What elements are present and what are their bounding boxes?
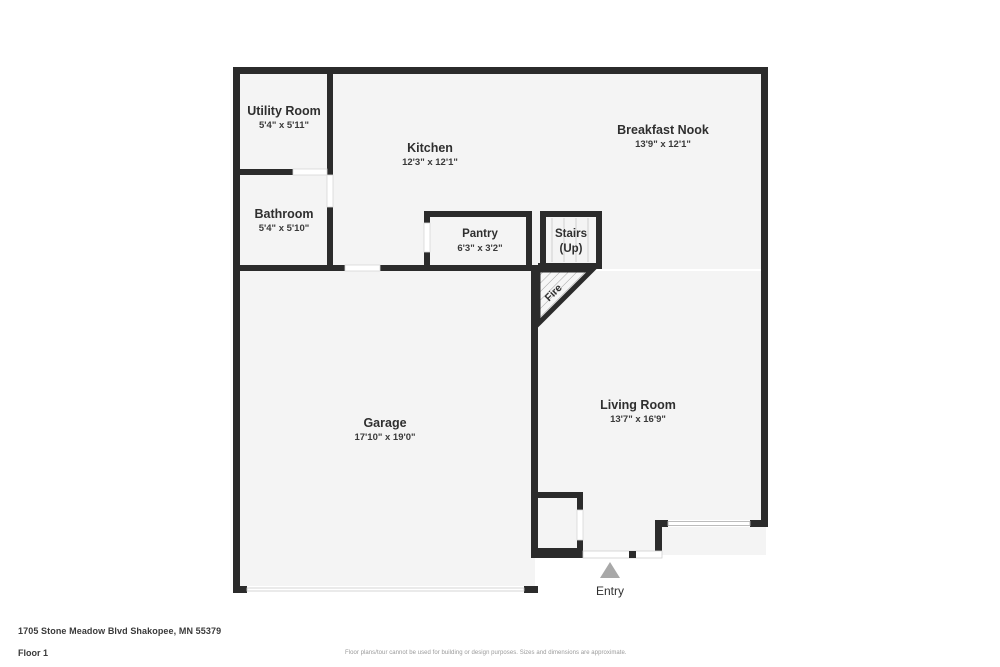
stair-treads xyxy=(551,218,589,262)
floor-label: Floor 1 xyxy=(18,648,49,658)
garage-fill xyxy=(235,271,535,589)
fireplace xyxy=(535,267,599,331)
disclaimer-text: Floor plans/tour cannot be used for buil… xyxy=(345,650,627,656)
room-fills xyxy=(235,69,766,589)
property-address: 1705 Stone Meadow Blvd Shakopee, MN 5537… xyxy=(18,626,222,636)
interior-walls xyxy=(235,69,602,554)
entry-marker-icon xyxy=(600,562,620,578)
footer: 1705 Stone Meadow Blvd Shakopee, MN 5537… xyxy=(18,624,438,660)
openings xyxy=(246,168,751,593)
living-room-fill-ext xyxy=(537,271,657,557)
entry-label: Entry xyxy=(595,584,624,598)
